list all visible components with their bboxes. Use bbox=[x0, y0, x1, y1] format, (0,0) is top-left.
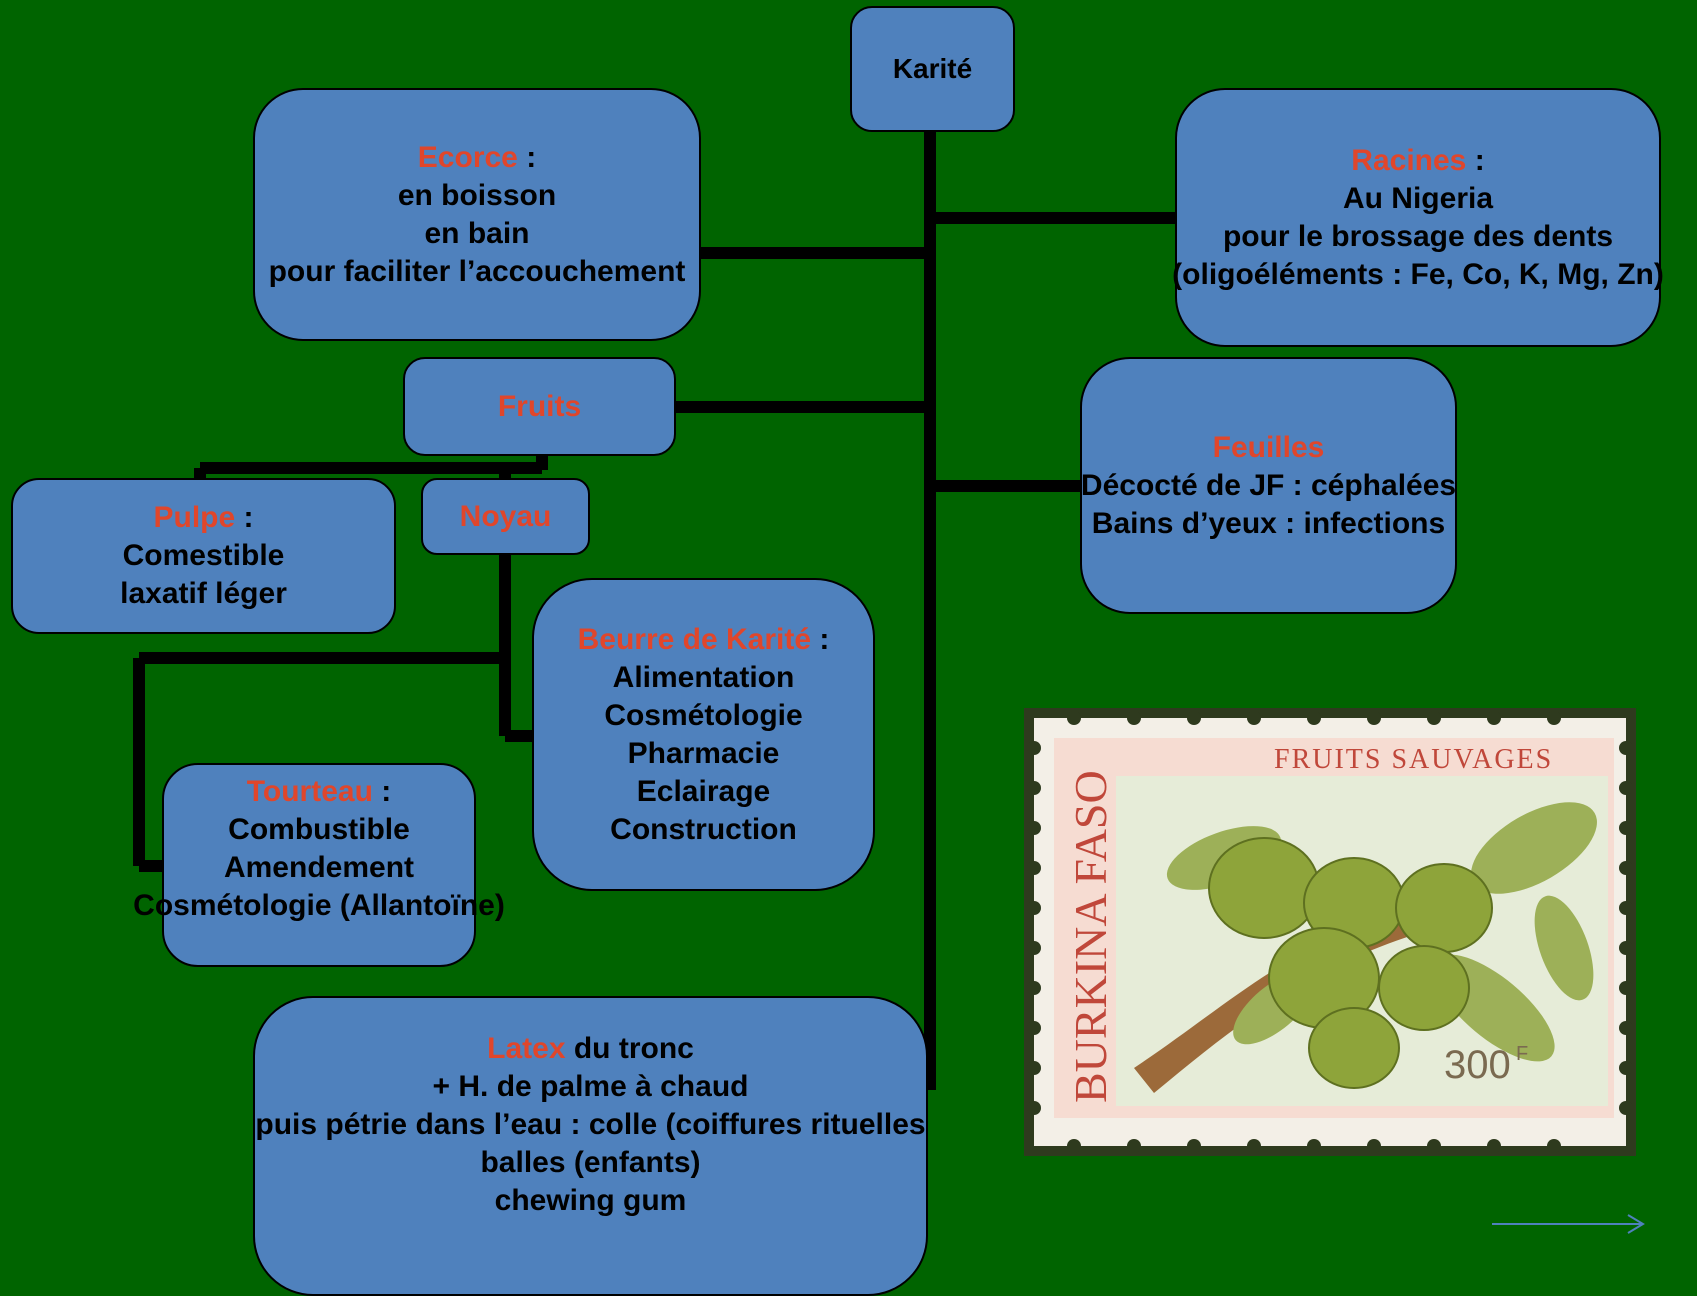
beurre-title: Beurre de Karité bbox=[577, 622, 812, 656]
beurre-title-line: Beurre de Karité : bbox=[578, 621, 830, 659]
pulpe-line: laxatif léger bbox=[120, 577, 287, 610]
ecorce-sep: : bbox=[517, 140, 537, 174]
beurre-sep: : bbox=[811, 622, 830, 656]
racines-line: Au Nigeria bbox=[1342, 181, 1494, 215]
beurre-line: Eclairage bbox=[636, 774, 771, 808]
latex-title: Latex bbox=[487, 1032, 566, 1065]
racines-line: (oligoéléments : Fe, Co, K, Mg, Zn) bbox=[1172, 257, 1664, 291]
karite-node: Karité bbox=[850, 6, 1015, 132]
stamp-currency: F bbox=[1516, 1043, 1528, 1065]
latex-line: chewing gum bbox=[494, 1184, 687, 1217]
pulpe-sep: : bbox=[235, 501, 254, 534]
latex-node: Latex du tronc + H. de palme à chaud pui… bbox=[253, 996, 928, 1296]
ecorce-line: en boisson bbox=[397, 178, 557, 212]
latex-title-rest: du tronc bbox=[565, 1032, 694, 1065]
latex-line: balles (enfants) bbox=[480, 1146, 701, 1179]
ecorce-line: pour faciliter l’accouchement bbox=[268, 254, 686, 288]
latex-line: puis pétrie dans l’eau : colle (coiffure… bbox=[255, 1108, 926, 1141]
tourteau-line: Combustible bbox=[228, 813, 410, 846]
stamp-value: 300 bbox=[1444, 1043, 1511, 1087]
racines-title: Racines bbox=[1351, 143, 1467, 177]
ecorce-node: Ecorce : en boisson en bain pour facilit… bbox=[253, 88, 701, 341]
pulpe-node: Pulpe : Comestible laxatif léger bbox=[11, 478, 396, 634]
latex-line: + H. de palme à chaud bbox=[432, 1070, 749, 1103]
feuilles-node: Feuilles Décocté de JF : céphalées Bains… bbox=[1080, 357, 1457, 614]
feuilles-line: Bains d’yeux : infections bbox=[1091, 507, 1446, 540]
feuilles-title: Feuilles bbox=[1212, 431, 1325, 464]
racines-sep: : bbox=[1466, 143, 1485, 177]
pulpe-line: Comestible bbox=[122, 539, 285, 572]
racines-title-line: Racines : bbox=[1351, 142, 1484, 180]
ecorce-title: Ecorce bbox=[417, 140, 518, 174]
postage-stamp-image: BURKINA FASO FRUITS SAUVAGES 300 F bbox=[1024, 708, 1636, 1156]
beurre-line: Alimentation bbox=[612, 660, 795, 694]
racines-line: pour le brossage des dents bbox=[1222, 219, 1614, 253]
fruits-node: Fruits bbox=[403, 357, 676, 456]
noyau-title: Noyau bbox=[459, 499, 552, 533]
tourteau-title-line: Tourteau : bbox=[247, 773, 391, 811]
ecorce-line: en bain bbox=[424, 216, 530, 250]
tourteau-sep: : bbox=[372, 775, 392, 808]
karite-label: Karité bbox=[892, 53, 973, 84]
beurre-node: Beurre de Karité : Alimentation Cosmétol… bbox=[532, 578, 875, 891]
beurre-line: Construction bbox=[610, 812, 797, 846]
tourteau-line: Cosmétologie (Allantoïne) bbox=[133, 889, 505, 922]
ecorce-title-line: Ecorce : bbox=[418, 139, 536, 177]
feuilles-line: Décocté de JF : céphalées bbox=[1080, 469, 1457, 502]
pulpe-title-line: Pulpe : bbox=[153, 499, 253, 537]
tourteau-line: Amendement bbox=[223, 851, 415, 884]
fruits-title: Fruits bbox=[497, 389, 582, 423]
beurre-line: Cosmétologie bbox=[604, 698, 803, 732]
beurre-line: Pharmacie bbox=[627, 736, 780, 770]
noyau-node: Noyau bbox=[421, 478, 590, 555]
next-arrow-icon[interactable] bbox=[1490, 1210, 1650, 1240]
pulpe-title: Pulpe bbox=[153, 501, 236, 534]
racines-node: Racines : Au Nigeria pour le brossage de… bbox=[1172, 88, 1664, 347]
latex-title-line: Latex du tronc bbox=[487, 1030, 694, 1068]
stamp-country: BURKINA FASO bbox=[1065, 770, 1116, 1103]
tourteau-title: Tourteau bbox=[246, 775, 373, 808]
stamp-header: FRUITS SAUVAGES bbox=[1274, 744, 1553, 775]
tourteau-node: Tourteau : Combustible Amendement Cosmét… bbox=[133, 763, 505, 967]
